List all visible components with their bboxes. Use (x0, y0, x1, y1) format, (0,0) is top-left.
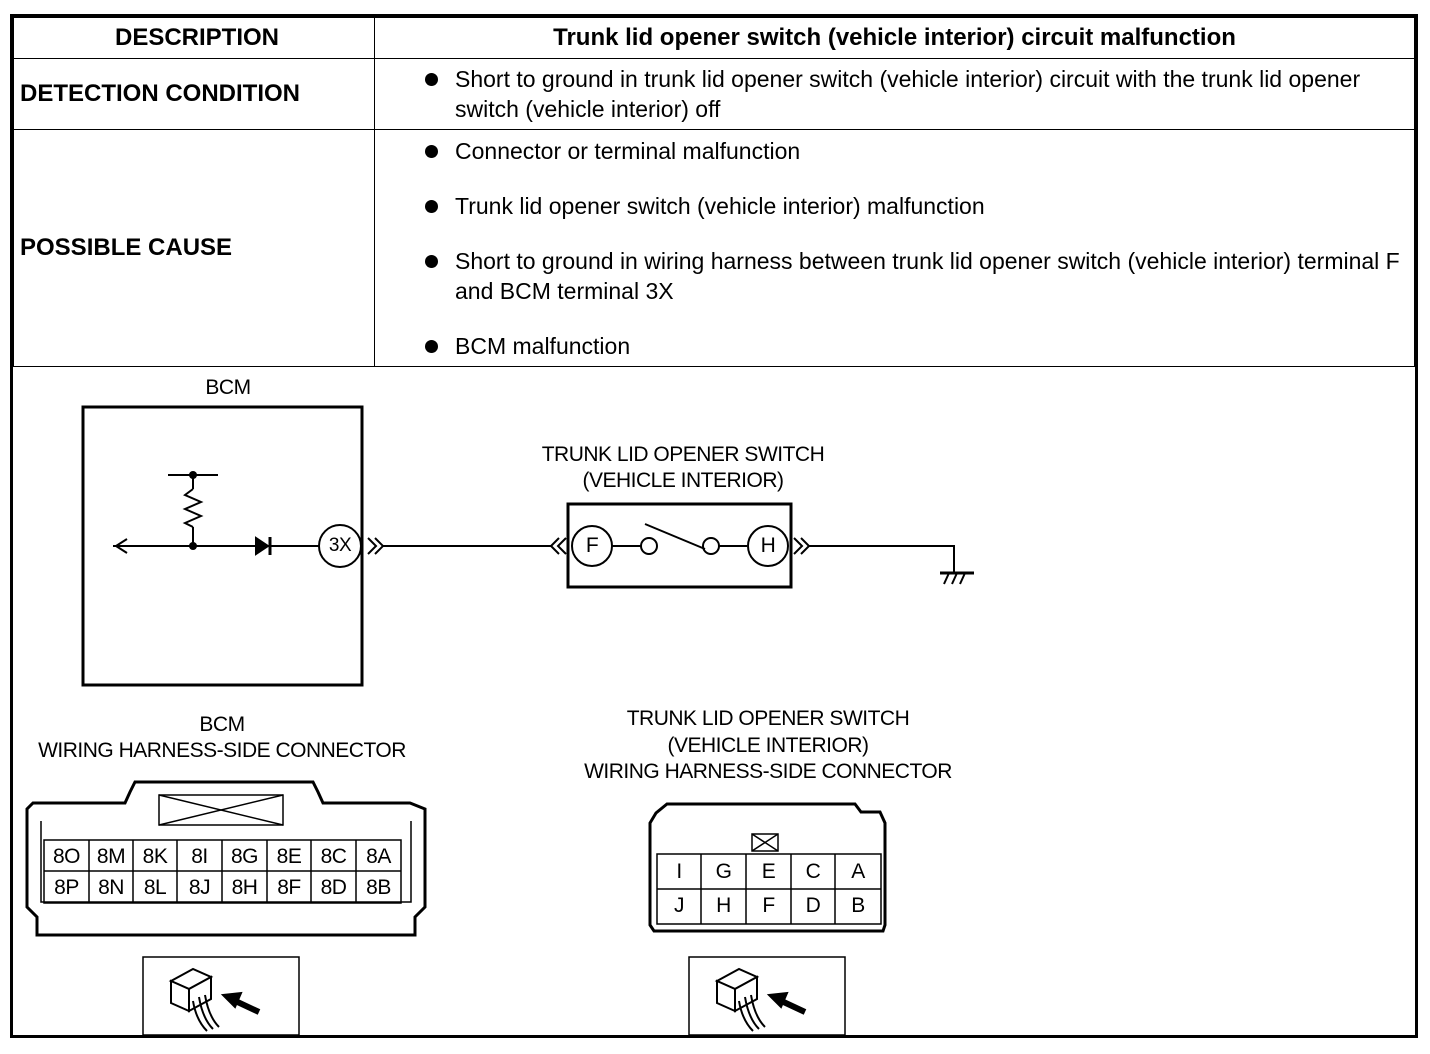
detection-label: DETECTION CONDITION (13, 58, 375, 130)
bcm-label: BCM (205, 376, 251, 399)
cause-item: Short to ground in wiring harness betwee… (425, 246, 1414, 306)
switch-blade-icon (644, 523, 706, 550)
description-row: DESCRIPTION Trunk lid opener switch (veh… (13, 17, 1415, 59)
wiring-diagram-svg (25, 405, 974, 1035)
switch-connector-lock (751, 833, 779, 852)
cause-item: Trunk lid opener switch (vehicle interio… (425, 191, 1414, 221)
cause-cell: Connector or terminal malfunction Trunk … (374, 129, 1415, 367)
switch-connector-housing (648, 802, 887, 933)
switch-label-line1: TRUNK LID OPENER SWITCH (541, 443, 825, 466)
cause-label: POSSIBLE CAUSE (13, 129, 375, 367)
switch-terminal-h-label: H (760, 534, 776, 557)
switch-terminal-f-label: F (585, 534, 599, 557)
switch-pin: F (762, 894, 775, 917)
detection-row: DETECTION CONDITION Short to ground in t… (13, 58, 1415, 130)
cause-row: POSSIBLE CAUSE Connector or terminal mal… (13, 129, 1415, 367)
detection-cell: Short to ground in trunk lid opener swit… (374, 58, 1415, 130)
detection-list: Short to ground in trunk lid opener swit… (375, 60, 1414, 128)
switch-pin: G (715, 860, 732, 883)
bcm-pin: 8E (276, 845, 302, 868)
switch-pin: H (716, 894, 731, 917)
switch-pin: C (805, 860, 821, 883)
resistor-icon (182, 488, 204, 528)
detection-item: Short to ground in trunk lid opener swit… (425, 64, 1414, 124)
switch-pin: I (676, 860, 682, 883)
switch-box (566, 502, 793, 589)
arrow-left-icon (114, 538, 128, 554)
bcm-pin: 8K (142, 845, 168, 868)
wiring-diagram: BCM 3X TRUNK LID OPENER SWITCH (VEHICLE … (13, 369, 1415, 1035)
description-value: Trunk lid opener switch (vehicle interio… (374, 17, 1415, 59)
switch-pin: A (851, 860, 865, 883)
switch-contact-b (702, 537, 720, 555)
switch-view-box (688, 956, 846, 1035)
bcm-pin: 8C (320, 845, 347, 868)
switch-pin: B (851, 894, 865, 917)
bcm-pin: 8I (191, 845, 208, 868)
switch-pin: D (805, 894, 821, 917)
bcm-pin: 8M (96, 845, 126, 868)
cause-item: BCM malfunction (425, 331, 1414, 361)
inspection-sheet: DESCRIPTION Trunk lid opener switch (veh… (10, 14, 1418, 1038)
bcm-connector-view-arrow-icon (168, 967, 261, 1032)
bcm-pin: 8A (366, 845, 391, 868)
bcm-connector-lock (158, 794, 284, 826)
bcm-terminal-3x-label: 3X (328, 535, 352, 556)
dtc-info-table: DESCRIPTION Trunk lid opener switch (veh… (13, 17, 1415, 367)
bcm-pin: 8D (320, 876, 347, 899)
bcm-connector-title-line2: WIRING HARNESS-SIDE CONNECTOR (38, 739, 406, 762)
bcm-view-box (142, 956, 300, 1035)
switch-connector-title-line1: TRUNK LID OPENER SWITCH (626, 707, 910, 730)
diode-icon (255, 536, 270, 556)
switch-pin: J (674, 894, 685, 917)
bcm-pin: 8N (98, 876, 124, 899)
bcm-pin: 8J (188, 876, 211, 899)
switch-pin: E (761, 860, 776, 883)
bcm-pin: 8B (366, 876, 391, 899)
switch-connector-view-arrow-icon (714, 967, 807, 1032)
switch-connector-title-line2: (VEHICLE INTERIOR) (667, 734, 869, 757)
bcm-terminal-3x (318, 524, 362, 568)
bcm-connector-housing (25, 780, 427, 937)
bcm-pin: 8G (230, 845, 259, 868)
bcm-pin: 8L (143, 876, 167, 899)
cause-item: Connector or terminal malfunction (425, 136, 1414, 166)
bcm-connector-title-line1: BCM (199, 713, 245, 736)
switch-contact-a (640, 537, 658, 555)
cause-list: Connector or terminal malfunction Trunk … (375, 136, 1414, 361)
bcm-pin: 8O (52, 845, 81, 868)
bcm-pin: 8P (54, 876, 79, 899)
description-label: DESCRIPTION (13, 17, 375, 59)
bcm-pin: 8H (231, 876, 258, 899)
bcm-pin: 8F (277, 876, 301, 899)
switch-connector-title-line3: WIRING HARNESS-SIDE CONNECTOR (584, 760, 952, 783)
switch-label-line2: (VEHICLE INTERIOR) (582, 469, 784, 492)
switch-terminal-h (747, 525, 789, 567)
